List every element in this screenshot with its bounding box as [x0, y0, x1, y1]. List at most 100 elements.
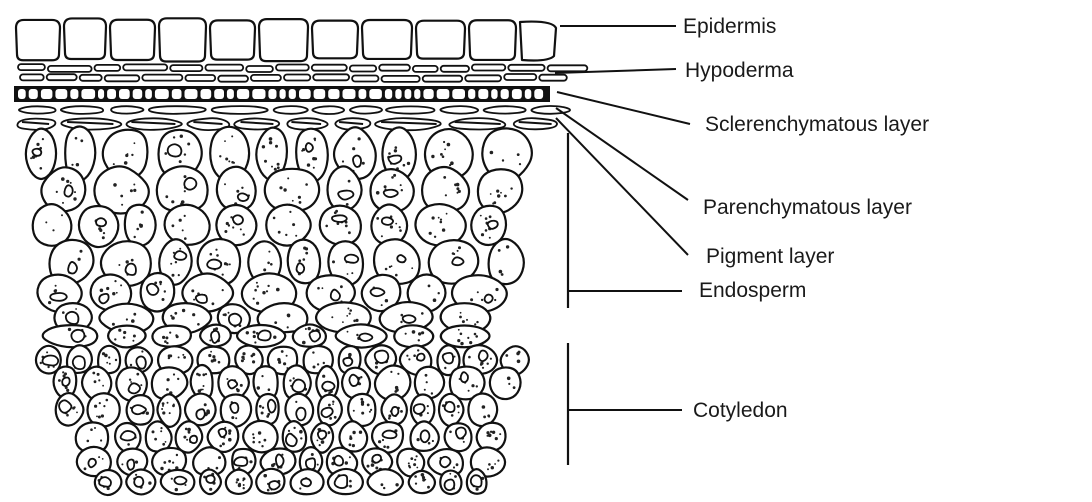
cotyledon-cell-wall: [176, 421, 203, 452]
granule: [176, 335, 179, 338]
aleurone-grain: [62, 378, 69, 387]
granule: [381, 304, 383, 306]
granule: [395, 386, 398, 389]
epidermis-cell: [159, 18, 206, 61]
granule: [162, 336, 165, 339]
granule: [141, 211, 144, 214]
granule: [76, 163, 79, 166]
granule: [191, 289, 194, 292]
granule: [505, 354, 508, 357]
granule: [162, 405, 164, 407]
granule: [200, 389, 202, 391]
granule: [356, 320, 358, 322]
granule: [408, 358, 410, 360]
granule: [179, 219, 182, 222]
granule: [154, 438, 157, 441]
aleurone-grain: [66, 312, 79, 324]
granule: [92, 372, 95, 375]
granule: [30, 157, 32, 159]
granule: [134, 236, 136, 238]
granule: [46, 351, 48, 353]
granule: [412, 330, 416, 334]
cotyledon-cell: [468, 393, 497, 426]
aleurone-grain: [32, 149, 41, 156]
granule: [106, 362, 108, 364]
cotyledon-cells: [36, 345, 529, 495]
granule: [348, 353, 352, 357]
granule: [231, 135, 233, 137]
granule: [73, 406, 75, 408]
sclerenchyma-cell: [155, 89, 169, 99]
granule: [440, 221, 443, 224]
aleurone-grain: [388, 155, 401, 163]
granule: [133, 335, 136, 338]
sclerenchyma-cell: [172, 89, 182, 99]
granule: [413, 354, 416, 357]
cotyledon-cell-wall: [415, 367, 444, 399]
granule: [40, 167, 43, 170]
granule: [225, 158, 228, 161]
sclerenchyma-cell: [423, 89, 433, 99]
aleurone-grain: [211, 331, 219, 343]
granule: [450, 161, 454, 165]
granule: [254, 341, 256, 343]
aleurone-grain: [174, 251, 186, 260]
granule: [299, 430, 303, 434]
aleurone-grain: [59, 400, 71, 412]
granule: [99, 402, 101, 404]
granule: [222, 274, 224, 276]
parenchyma-cell: [274, 106, 308, 114]
granule: [416, 467, 418, 469]
aleurone-grain: [334, 456, 343, 466]
aleurone-grain: [461, 372, 468, 382]
granule: [272, 464, 274, 466]
endosperm-cell: [165, 205, 210, 245]
granule: [517, 153, 520, 156]
aleurone-grain: [229, 314, 241, 326]
granule: [80, 250, 83, 253]
epidermis-cell: [312, 21, 358, 59]
granule: [500, 192, 502, 194]
cotyledon-cell: [410, 421, 438, 451]
granule: [168, 354, 171, 357]
granule: [68, 328, 71, 331]
hypoderma-cell: [508, 65, 544, 71]
granule: [175, 488, 178, 491]
endosperm-cell: [371, 204, 407, 244]
granule: [349, 437, 352, 440]
granule: [421, 312, 424, 315]
granule: [491, 466, 494, 469]
parenchyma-cell: [440, 106, 478, 114]
endosperm-cell: [489, 239, 524, 284]
granule: [123, 331, 126, 334]
granule: [262, 291, 265, 294]
sclerenchyma-cell: [133, 89, 143, 99]
granule: [235, 417, 237, 419]
granule: [94, 427, 96, 429]
granule: [390, 371, 392, 373]
granule: [56, 191, 58, 193]
granule: [431, 392, 433, 394]
granule: [115, 359, 117, 361]
sclerenchyma-cell: [70, 89, 78, 99]
aleurone-grain: [96, 218, 106, 226]
aleurone-grain: [397, 255, 405, 262]
hypoderma-cell: [80, 75, 102, 81]
granule: [127, 443, 130, 446]
cotyledon-cell: [477, 423, 506, 451]
granule: [345, 461, 348, 464]
granule: [385, 299, 388, 302]
aleurone-grain: [99, 477, 111, 487]
granule: [185, 428, 188, 431]
hypoderma-cell: [313, 74, 349, 80]
granule: [136, 228, 139, 231]
granule: [460, 342, 463, 345]
granule: [118, 329, 121, 332]
aleurone-grain: [338, 191, 353, 200]
cotyledon-cell: [115, 423, 140, 452]
granule: [253, 298, 255, 300]
granule: [75, 308, 77, 310]
granule: [113, 163, 115, 165]
granule: [262, 407, 264, 409]
granule: [130, 381, 132, 383]
